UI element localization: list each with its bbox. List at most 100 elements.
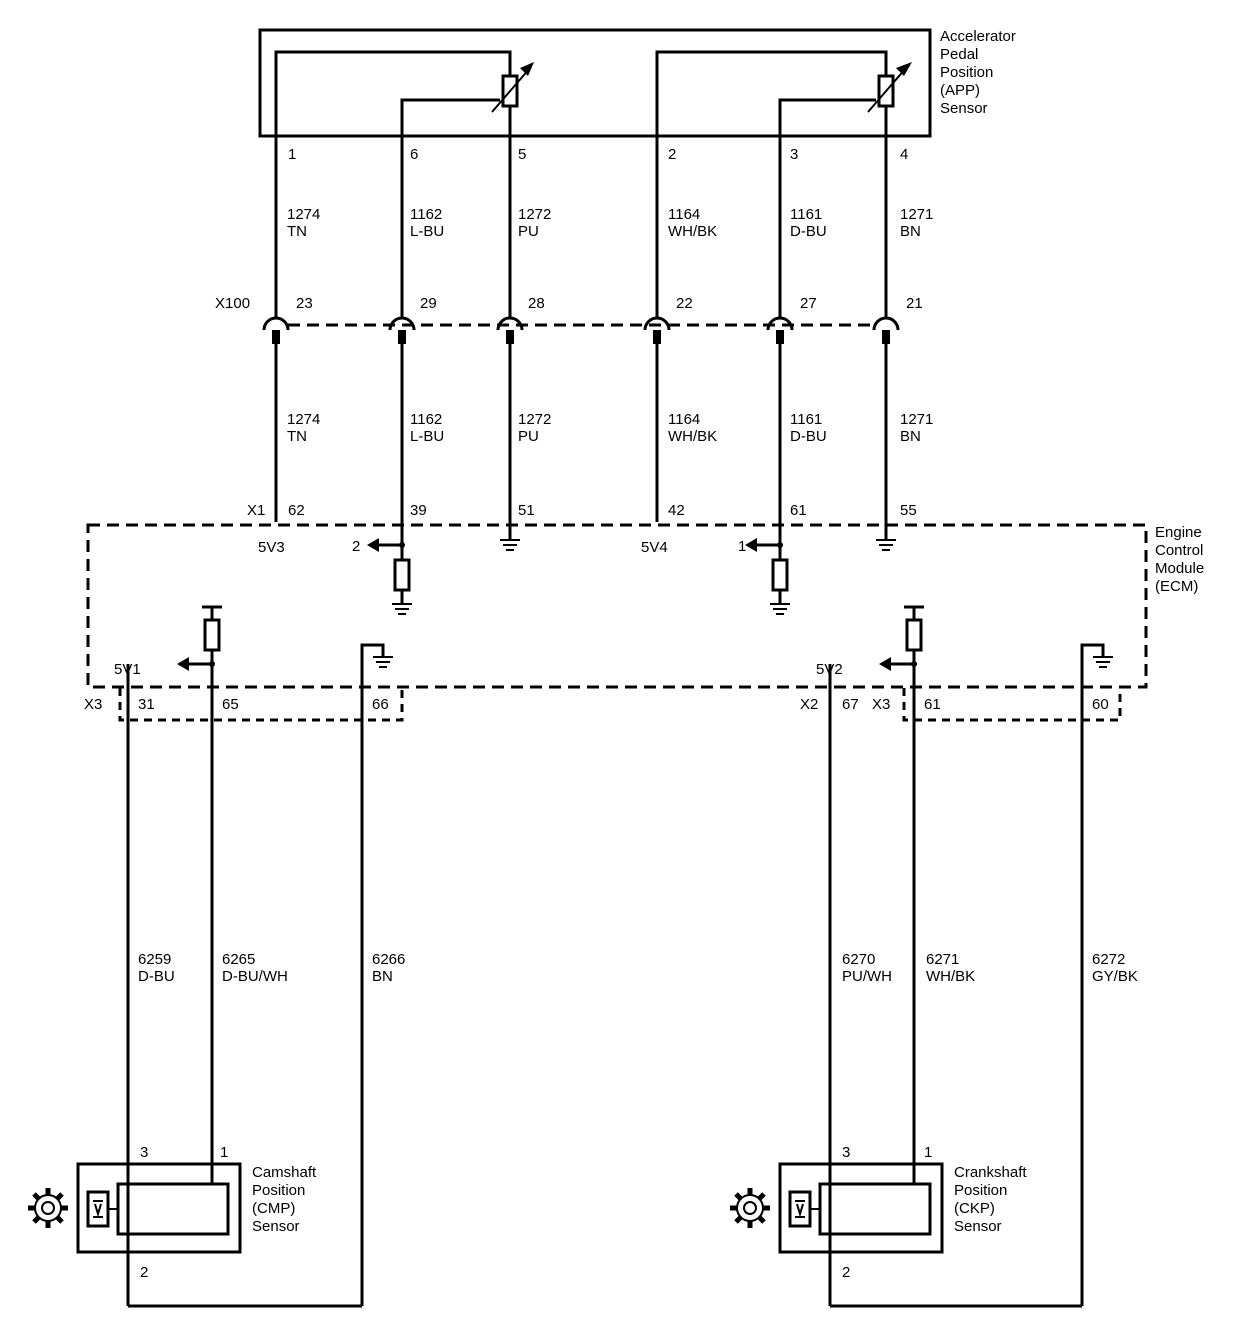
cmp-label-line: Position bbox=[252, 1182, 305, 1199]
wire-circuit: 1272 bbox=[518, 206, 551, 223]
ckp-sensor-magnet bbox=[788, 1190, 812, 1228]
wire-color: D-BU bbox=[138, 968, 175, 985]
app-sensor: Accelerator Pedal Position (APP) Sensor bbox=[258, 28, 1016, 148]
ecm-pin: 62 bbox=[288, 502, 305, 519]
left-arrow-icon bbox=[177, 657, 189, 671]
app-left-wiper bbox=[400, 98, 500, 148]
x100-terminal bbox=[262, 316, 290, 344]
wire-color: D-BU bbox=[790, 223, 827, 240]
ckp-label-line: Crankshaft bbox=[954, 1164, 1027, 1181]
wire-circuit: 1272 bbox=[518, 411, 551, 428]
ground-icon bbox=[770, 603, 790, 615]
app-pin: 3 bbox=[790, 146, 798, 163]
ckp-label-line: Position bbox=[954, 1182, 1007, 1199]
wire-color: WH/BK bbox=[926, 968, 975, 985]
wire-color: WH/BK bbox=[668, 428, 717, 445]
app-sensor-box bbox=[258, 28, 932, 138]
wire-circuit: 1162 bbox=[410, 411, 442, 428]
app-pot2-arrowhead bbox=[896, 62, 912, 76]
signal-arrow-label: 1 bbox=[738, 538, 746, 555]
x1-label: X1 bbox=[247, 502, 265, 519]
cmp-pin: 1 bbox=[220, 1144, 228, 1161]
x100-label: X100 bbox=[215, 295, 250, 312]
cmp-label-line: Camshaft bbox=[252, 1164, 317, 1181]
pulldown-circuit-left: 2 bbox=[352, 538, 412, 615]
app-pin: 5 bbox=[518, 146, 526, 163]
ckp-sensor: 3 1 2 Crankshaft Position (CKP) Sensor bbox=[730, 1144, 1027, 1281]
cmp-sensor: 3 1 2 Camshaft Position (CMP) Sensor bbox=[28, 1144, 317, 1281]
wire-color: BN bbox=[900, 428, 921, 445]
cmp-sensor-magnet bbox=[86, 1190, 110, 1228]
ckp-pin: 1 bbox=[924, 1144, 932, 1161]
x100-terminal bbox=[766, 316, 794, 344]
app-label-line: (APP) bbox=[940, 82, 980, 99]
ckp-label-line: (CKP) bbox=[954, 1200, 995, 1217]
x100-pin: 22 bbox=[676, 295, 693, 312]
app-pin-numbers: 1 6 5 2 3 4 bbox=[288, 146, 908, 163]
ecm-pin: 31 bbox=[138, 696, 155, 713]
app-label-line: Pedal bbox=[940, 46, 978, 63]
ground-icon bbox=[500, 539, 520, 551]
app-label-line: Sensor bbox=[940, 100, 988, 117]
pulldown-circuit-right: 1 bbox=[738, 538, 790, 615]
left-arrow-icon bbox=[879, 657, 891, 671]
app-left-loop bbox=[274, 50, 512, 148]
wire-color: L-BU bbox=[410, 428, 444, 445]
ecm-label-line: Module bbox=[1155, 560, 1204, 577]
app-right-loop bbox=[655, 50, 888, 148]
left-arrow-icon bbox=[745, 538, 757, 552]
wire-labels-lower: 6259 D-BU 6265 D-BU/WH 6266 BN 6270 PU/W… bbox=[138, 951, 1138, 985]
lower-wires bbox=[126, 664, 1084, 1308]
wire-circuit: 6272 bbox=[1092, 951, 1125, 968]
x100-pin: 23 bbox=[296, 295, 313, 312]
app-pot1-arrowhead bbox=[520, 62, 534, 76]
wire-circuit: 1274 bbox=[287, 411, 320, 428]
wire-color: D-BU bbox=[790, 428, 827, 445]
wire-color: WH/BK bbox=[668, 223, 717, 240]
ecm-pin: 42 bbox=[668, 502, 685, 519]
wire-circuit: 1271 bbox=[900, 206, 933, 223]
x100-pin: 29 bbox=[420, 295, 437, 312]
x100-terminal bbox=[872, 316, 900, 344]
ckp-pin: 2 bbox=[842, 1264, 850, 1281]
x100-terminal bbox=[496, 316, 524, 344]
wire-circuit: 6259 bbox=[138, 951, 171, 968]
ecm-pin: 60 bbox=[1092, 696, 1109, 713]
wire-labels-upper: 1274 TN 1162 L-BU 1272 PU 1164 WH/BK 116… bbox=[287, 206, 933, 240]
ecm-outline bbox=[86, 523, 1148, 689]
ground-icon bbox=[876, 539, 896, 551]
ground-icon bbox=[392, 603, 412, 615]
x3-connector-left bbox=[118, 688, 404, 722]
wire-circuit: 6265 bbox=[222, 951, 255, 968]
gear-icon bbox=[28, 1188, 68, 1228]
cmp-label-line: Sensor bbox=[252, 1218, 300, 1235]
cmp-sensor-body bbox=[116, 1182, 230, 1236]
app-right-wiper bbox=[778, 98, 876, 148]
app-pin: 2 bbox=[668, 146, 676, 163]
x2-label: X2 bbox=[800, 696, 818, 713]
wire-circuit: 1271 bbox=[900, 411, 933, 428]
wire-color: BN bbox=[900, 223, 921, 240]
wire-color: PU bbox=[518, 223, 539, 240]
ecm-pin: 55 bbox=[900, 502, 917, 519]
ref-5v3-label: 5V3 bbox=[258, 539, 285, 556]
app-pin: 1 bbox=[288, 146, 296, 163]
app-pot2-arrow bbox=[867, 67, 907, 113]
ecm-pin: 61 bbox=[790, 502, 807, 519]
ground-hook-ckp bbox=[1080, 643, 1113, 700]
wire-circuit: 6270 bbox=[842, 951, 875, 968]
wire-color: BN bbox=[372, 968, 393, 985]
wire-color: GY/BK bbox=[1092, 968, 1138, 985]
ecm-pin: 51 bbox=[518, 502, 535, 519]
bottom-connectors: X3 31 65 66 X2 67 X3 61 60 bbox=[84, 688, 1122, 722]
ecm-pin: 65 bbox=[222, 696, 239, 713]
ecm-pin: 67 bbox=[842, 696, 859, 713]
wire-labels-middle: 1274 TN 1162 L-BU 1272 PU 1164 WH/BK 116… bbox=[287, 411, 933, 445]
app-label-line: Position bbox=[940, 64, 993, 81]
app-label-line: Accelerator bbox=[940, 28, 1016, 45]
wire-circuit: 1161 bbox=[790, 411, 822, 428]
resistor-icon bbox=[393, 558, 411, 592]
wire-color: PU/WH bbox=[842, 968, 892, 985]
wire-color: TN bbox=[287, 428, 307, 445]
